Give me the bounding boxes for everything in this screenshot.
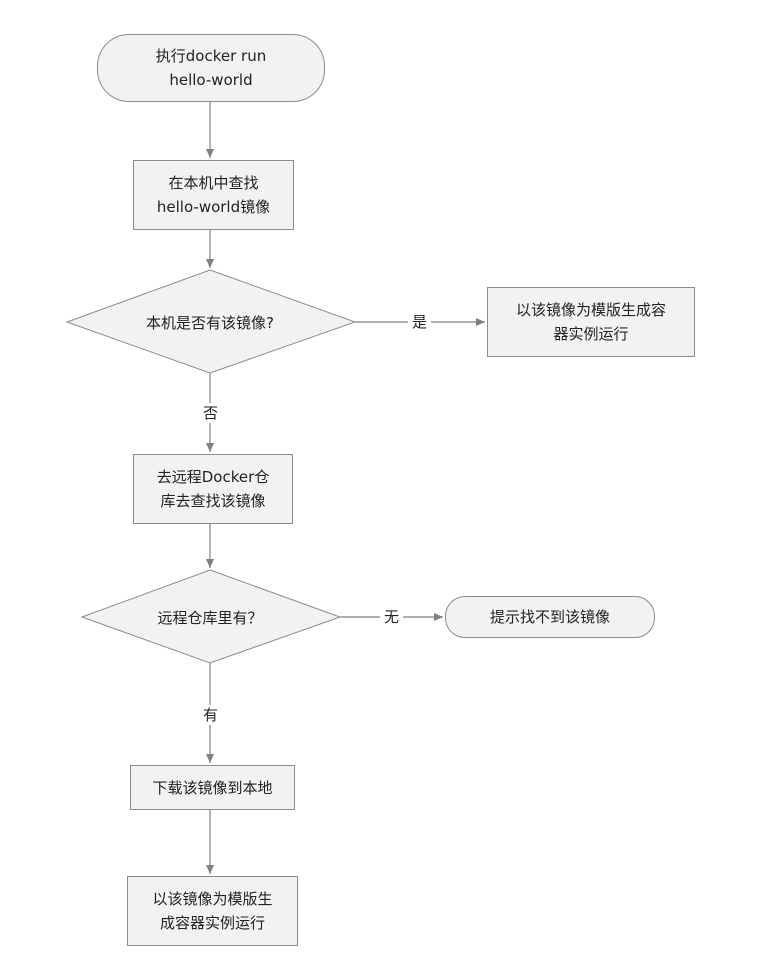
decision-remote-diamond <box>80 569 342 664</box>
decision-local-label: 本机是否有该镜像? <box>146 313 274 332</box>
edge-label-none: 无 <box>380 607 404 627</box>
search-remote-box: 去远程Docker仓 库去查找该镜像 <box>133 454 293 524</box>
decision-local-diamond <box>65 269 357 374</box>
edge-label-yes: 是 <box>408 312 432 332</box>
search-local-box: 在本机中查找 hello-world镜像 <box>133 160 294 230</box>
edge-label-have: 有 <box>199 705 223 725</box>
start-node: 执行docker run hello-world <box>97 34 325 102</box>
run-downloaded-box: 以该镜像为模版生 成容器实例运行 <box>127 876 298 946</box>
not-found-node: 提示找不到该镜像 <box>445 596 655 638</box>
run-local-box: 以该镜像为模版生成容 器实例运行 <box>487 287 695 357</box>
edge-label-no: 否 <box>199 403 223 423</box>
download-box: 下载该镜像到本地 <box>130 765 295 810</box>
decision-remote-label: 远程仓库里有？ <box>157 608 263 627</box>
